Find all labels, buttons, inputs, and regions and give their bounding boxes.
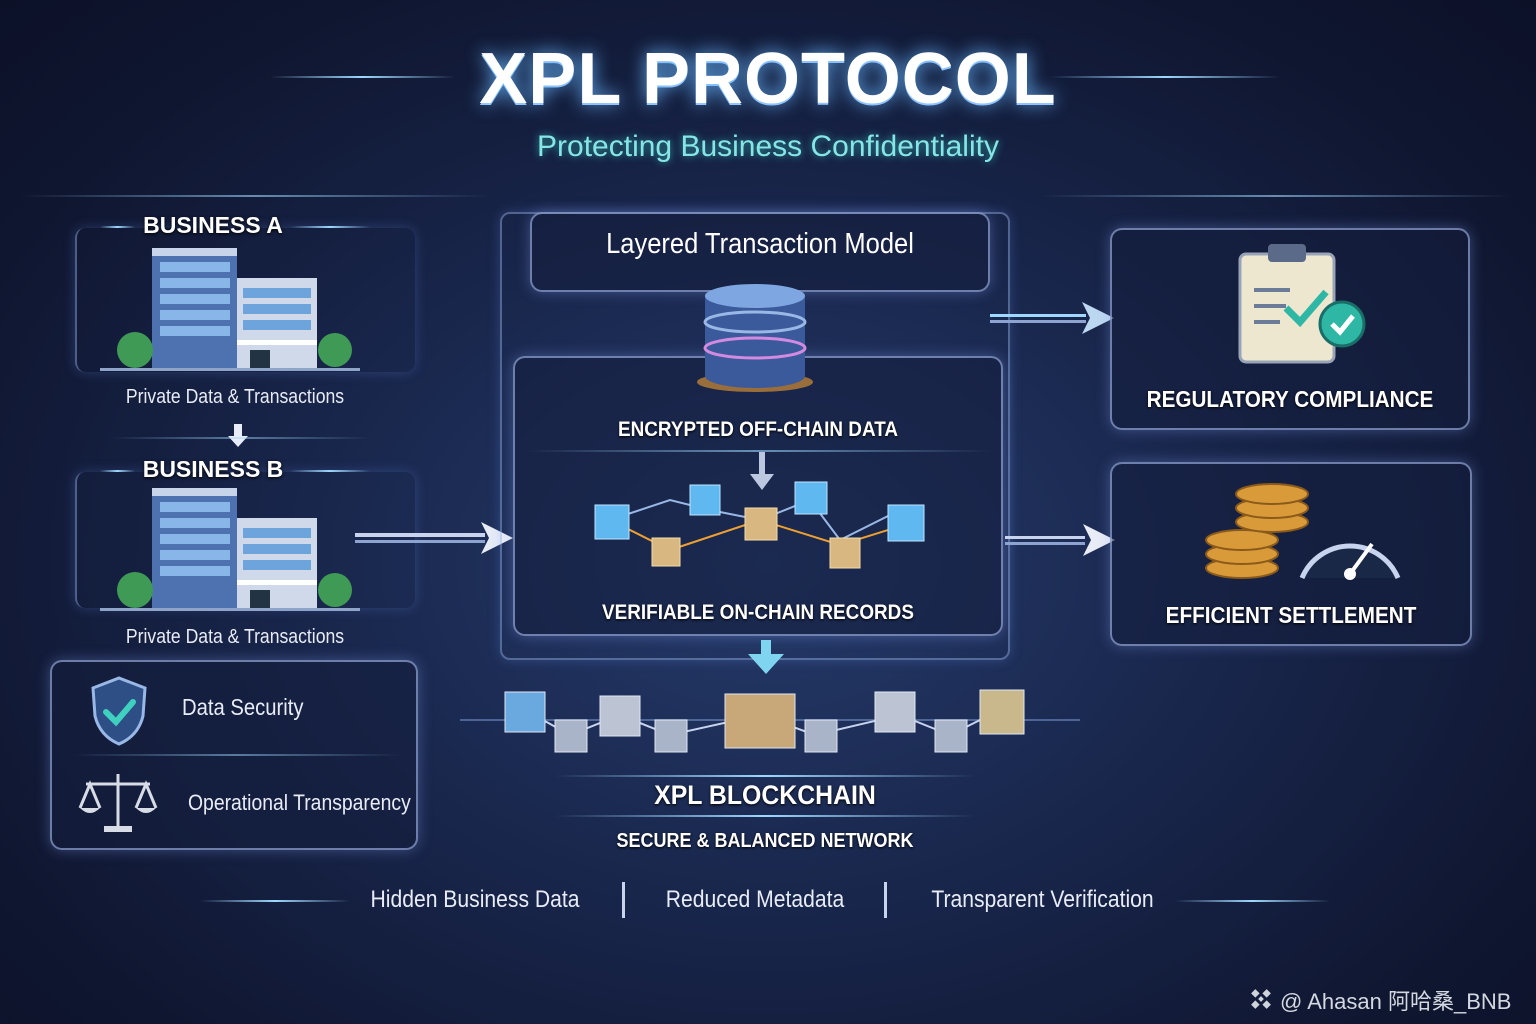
separator bbox=[622, 882, 625, 918]
business-a-label: BUSINESS A bbox=[143, 212, 283, 238]
blockchain-blocks-icon bbox=[460, 689, 1080, 753]
arrow-down-icon bbox=[748, 640, 784, 674]
compliance-label: REGULATORY COMPLIANCE bbox=[1146, 386, 1434, 412]
watermark: @ Ahasan 阿哈桑_BNB bbox=[1280, 989, 1512, 1014]
network-label: SECURE & BALANCED NETWORK bbox=[616, 830, 914, 852]
title-line-left bbox=[270, 76, 455, 78]
business-b-frame bbox=[75, 472, 415, 608]
arrow-right-icon bbox=[355, 522, 513, 554]
layered-model-title: Layered Transaction Model bbox=[606, 228, 914, 260]
divider bbox=[100, 226, 135, 228]
arrow-down-icon bbox=[228, 424, 248, 447]
settlement-box: EFFICIENT SETTLEMENT bbox=[1110, 462, 1472, 646]
divider bbox=[20, 195, 490, 197]
footer-item-reduced-metadata: Reduced Metadata bbox=[665, 886, 845, 913]
business-a-frame bbox=[75, 228, 415, 372]
divider bbox=[555, 815, 975, 817]
layered-model-title-box: Layered Transaction Model bbox=[530, 212, 990, 292]
divider bbox=[1040, 195, 1510, 197]
features-box: Data Security Operational Transparency bbox=[50, 660, 418, 850]
operational-transparency-label: Operational Transparency bbox=[188, 790, 411, 815]
compliance-box: REGULATORY COMPLIANCE bbox=[1110, 228, 1470, 430]
divider bbox=[1175, 900, 1330, 902]
arrow-right-icon bbox=[990, 302, 1114, 334]
business-b-label: BUSINESS B bbox=[142, 456, 284, 482]
xpl-blockchain-label: XPL BLOCKCHAIN bbox=[654, 780, 876, 810]
data-security-label: Data Security bbox=[182, 694, 304, 720]
divider bbox=[290, 470, 370, 472]
divider bbox=[555, 775, 975, 777]
clipboard-check-icon bbox=[1238, 244, 1366, 364]
business-a-caption: Private Data & Transactions bbox=[125, 386, 345, 408]
shield-check-icon bbox=[91, 676, 147, 746]
title-line-right bbox=[1050, 76, 1280, 78]
settlement-label: EFFICIENT SETTLEMENT bbox=[1165, 602, 1417, 628]
onchain-label: VERIFIABLE ON-CHAIN RECORDS bbox=[602, 601, 914, 624]
building-icon bbox=[100, 248, 360, 371]
building-icon bbox=[100, 488, 360, 611]
divider bbox=[110, 437, 370, 439]
database-icon bbox=[697, 284, 813, 392]
offchain-label: ENCRYPTED OFF-CHAIN DATA bbox=[618, 418, 898, 441]
scales-icon bbox=[78, 774, 158, 832]
binance-logo-icon bbox=[1251, 989, 1271, 1009]
page-title: XPL PROTOCOL bbox=[479, 39, 1057, 119]
page-subtitle: Protecting Business Confidentiality bbox=[537, 130, 999, 163]
divider bbox=[100, 470, 135, 472]
arrow-down-icon bbox=[750, 452, 774, 490]
divider bbox=[72, 754, 402, 756]
footer-item-transparent-verification: Transparent Verification bbox=[931, 886, 1154, 913]
onchain-blocks-icon bbox=[594, 481, 925, 569]
footer-item-hidden-data: Hidden Business Data bbox=[370, 886, 580, 913]
data-layers-box: ENCRYPTED OFF-CHAIN DATA VERIFIABLE ON-C… bbox=[513, 356, 1003, 636]
divider bbox=[290, 226, 370, 228]
divider bbox=[200, 900, 350, 902]
coins-gauge-icon bbox=[1205, 483, 1401, 580]
divider bbox=[525, 450, 991, 452]
business-b-caption: Private Data & Transactions bbox=[125, 626, 345, 648]
arrow-right-icon bbox=[1005, 524, 1115, 556]
separator bbox=[884, 882, 887, 918]
